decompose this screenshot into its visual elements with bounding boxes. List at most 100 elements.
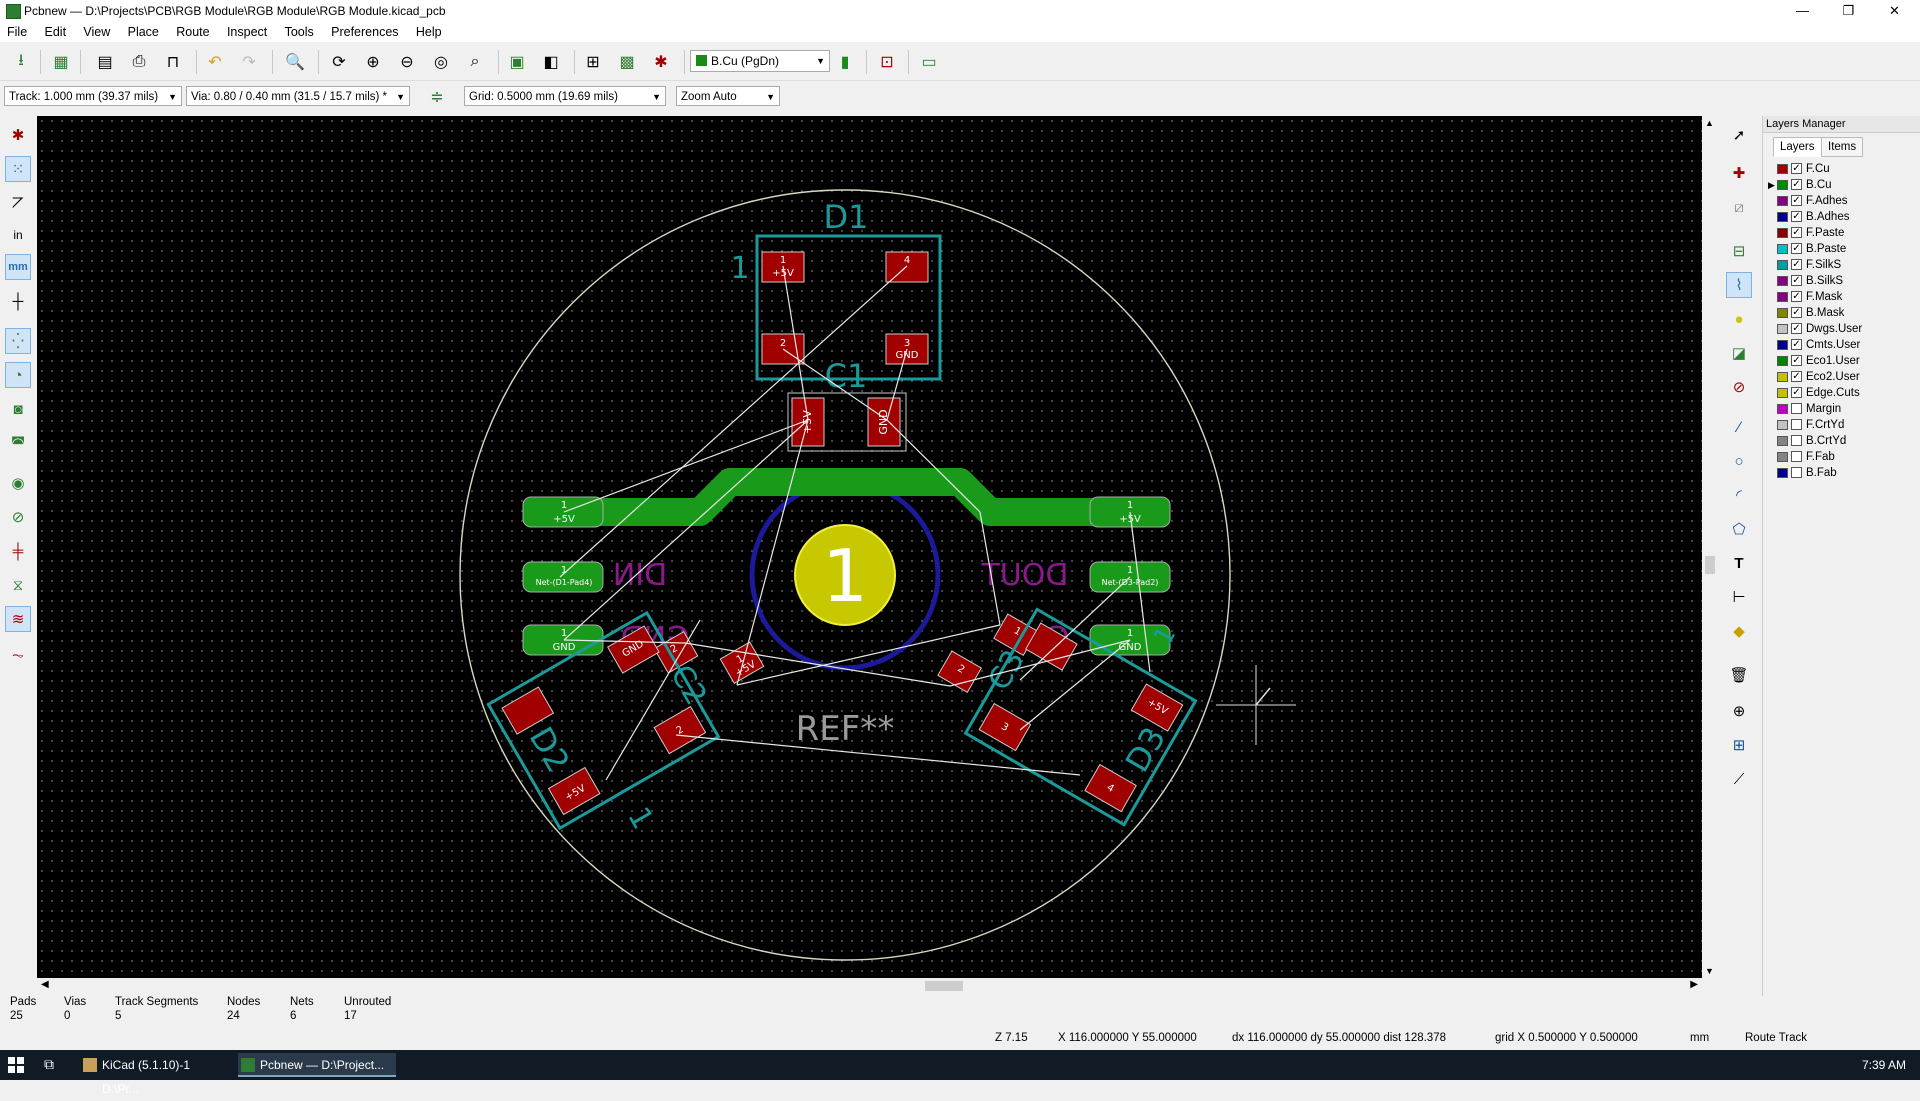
layer-row-b-crtyd[interactable]: B.CrtYd xyxy=(1763,433,1920,449)
layer-visibility-checkbox[interactable] xyxy=(1791,467,1802,478)
grid-origin-icon[interactable]: ⊞ xyxy=(1732,737,1746,754)
layer-visibility-checkbox[interactable] xyxy=(1791,419,1802,430)
pcb-canvas[interactable]: 1 1 +5V 1 +5V 1 Net-(D1-Pad4) 1 Net-(D3-… xyxy=(37,116,1702,978)
layer-row-eco2-user[interactable]: ✓Eco2.User xyxy=(1763,369,1920,385)
layer-row-margin[interactable]: Margin xyxy=(1763,401,1920,417)
horizontal-scrollbar[interactable]: ◀ ▶ xyxy=(37,978,1702,994)
layer-color-swatch[interactable] xyxy=(1777,244,1788,254)
redraw-icon[interactable]: ⟳ xyxy=(332,54,346,71)
layer-color-swatch[interactable] xyxy=(1777,468,1788,478)
menu-edit[interactable]: Edit xyxy=(44,25,67,39)
layer-visibility-checkbox[interactable] xyxy=(1791,435,1802,446)
start-icon[interactable] xyxy=(8,1057,24,1073)
taskbar-kicad[interactable]: KiCad (5.1.10)-1 D:\Pr... xyxy=(80,1053,230,1096)
tab-layers[interactable]: Layers xyxy=(1773,137,1822,157)
layer-row-b-mask[interactable]: ✓B.Mask xyxy=(1763,305,1920,321)
scripting-console-icon[interactable]: ▭ xyxy=(921,54,937,71)
layer-row-cmts-user[interactable]: ✓Cmts.User xyxy=(1763,337,1920,353)
via-sketch-icon[interactable]: ⊘ xyxy=(11,509,25,526)
drill-origin-icon[interactable]: ⊕ xyxy=(1732,703,1746,720)
layer-color-swatch[interactable] xyxy=(1777,276,1788,286)
menu-inspect[interactable]: Inspect xyxy=(226,25,268,39)
zone-outline-icon[interactable]: ◙ xyxy=(13,400,23,418)
layer-visibility-checkbox[interactable]: ✓ xyxy=(1791,355,1802,366)
netlist-icon[interactable]: ⊞ xyxy=(586,54,600,71)
layer-color-swatch[interactable] xyxy=(1777,356,1788,366)
layer-row-f-cu[interactable]: ✓F.Cu xyxy=(1763,161,1920,177)
layer-row-f-adhes[interactable]: ✓F.Adhes xyxy=(1763,193,1920,209)
layer-color-swatch[interactable] xyxy=(1777,372,1788,382)
keepout-zone-icon[interactable]: ⊘ xyxy=(1732,379,1746,396)
layer-color-swatch[interactable] xyxy=(1777,212,1788,222)
local-ratsnest-icon[interactable]: ⧄ xyxy=(1734,198,1744,216)
layer-color-swatch[interactable] xyxy=(1777,420,1788,430)
layer-color-swatch[interactable] xyxy=(1777,388,1788,398)
microwave-toolbar-icon[interactable]: ⏦ xyxy=(11,646,25,664)
layer-visibility-checkbox[interactable]: ✓ xyxy=(1791,163,1802,174)
minimize-button[interactable]: — xyxy=(1796,3,1809,18)
menu-tools[interactable]: Tools xyxy=(284,25,314,39)
layer-visibility-checkbox[interactable]: ✓ xyxy=(1791,179,1802,190)
maximize-button[interactable]: ❐ xyxy=(1842,3,1855,18)
page-settings-icon[interactable]: ▤ xyxy=(97,54,113,71)
undo-icon[interactable]: ↶ xyxy=(208,54,222,71)
grid-select[interactable]: Grid: 0.5000 mm (19.69 mils)▼ xyxy=(464,86,666,106)
layer-visibility-checkbox[interactable] xyxy=(1791,451,1802,462)
add-circle-icon[interactable]: ○ xyxy=(1734,452,1744,470)
layer-color-swatch[interactable] xyxy=(1777,452,1788,462)
layer-color-swatch[interactable] xyxy=(1777,292,1788,302)
layer-color-swatch[interactable] xyxy=(1777,164,1788,174)
layer-row-f-fab[interactable]: F.Fab xyxy=(1763,449,1920,465)
layer-color-swatch[interactable] xyxy=(1777,324,1788,334)
measure-tool-icon[interactable]: ⟋ xyxy=(1733,770,1745,788)
track-sketch-icon[interactable]: ╪ xyxy=(12,542,24,560)
layer-visibility-checkbox[interactable]: ✓ xyxy=(1791,323,1802,334)
menu-route[interactable]: Route xyxy=(176,25,210,39)
route-track-icon[interactable]: ⌇ xyxy=(1726,272,1752,298)
menu-help[interactable]: Help xyxy=(415,25,442,39)
polar-coords-icon[interactable]: ⦢ xyxy=(12,194,24,212)
menu-place[interactable]: Place xyxy=(127,25,159,39)
layer-color-swatch[interactable] xyxy=(1777,180,1788,190)
grid-toggle-icon[interactable]: ⁙ xyxy=(5,156,31,182)
layer-visibility-checkbox[interactable]: ✓ xyxy=(1791,371,1802,382)
close-button[interactable]: ✕ xyxy=(1889,3,1900,18)
add-zone-icon[interactable]: ◪ xyxy=(1731,345,1747,362)
select-arrow-icon[interactable]: ➚ xyxy=(1732,127,1746,144)
add-line-icon[interactable]: ∕ xyxy=(1737,418,1741,436)
layer-visibility-checkbox[interactable]: ✓ xyxy=(1791,339,1802,350)
delete-icon[interactable]: 🗑 xyxy=(1729,667,1749,684)
ratsnest-icon[interactable]: ⁛ xyxy=(5,328,31,354)
layer-visibility-checkbox[interactable]: ✓ xyxy=(1791,195,1802,206)
layer-row-dwgs-user[interactable]: ✓Dwgs.User xyxy=(1763,321,1920,337)
microwave-icon[interactable]: ⊡ xyxy=(880,54,894,71)
layer-pair-icon[interactable]: ▮ xyxy=(840,54,850,71)
layer-row-b-silks[interactable]: ✓B.SilkS xyxy=(1763,273,1920,289)
vertical-scrollbar[interactable]: ▲ ▼ xyxy=(1702,116,1718,978)
cursor-shape-icon[interactable]: ┼ xyxy=(12,292,24,310)
layer-visibility-checkbox[interactable]: ✓ xyxy=(1791,387,1802,398)
vertical-scroll-thumb[interactable] xyxy=(1705,556,1715,574)
layer-color-swatch[interactable] xyxy=(1777,340,1788,350)
layer-color-swatch[interactable] xyxy=(1777,228,1788,238)
menu-file[interactable]: File xyxy=(7,25,28,39)
curved-ratsnest-icon[interactable]: ◔ xyxy=(5,362,31,388)
layer-color-swatch[interactable] xyxy=(1777,260,1788,270)
zoom-out-icon[interactable]: ⊖ xyxy=(400,54,414,71)
zoom-fit-icon[interactable]: ◎ xyxy=(434,54,448,71)
redo-icon[interactable]: ↷ xyxy=(242,54,256,71)
auto-track-width-icon[interactable]: ≑ xyxy=(430,89,444,106)
layer-visibility-checkbox[interactable]: ✓ xyxy=(1791,307,1802,318)
layer-color-swatch[interactable] xyxy=(1777,404,1788,414)
zone-fill-icon[interactable]: ◚ xyxy=(10,435,26,452)
update-pcb-icon[interactable]: ▩ xyxy=(619,54,635,71)
task-view-icon[interactable]: ⧉ xyxy=(44,1056,54,1072)
add-target-icon[interactable]: ◆ xyxy=(1733,623,1745,640)
add-polygon-icon[interactable]: ⬠ xyxy=(1732,521,1746,538)
layer-color-swatch[interactable] xyxy=(1777,196,1788,206)
plot-icon[interactable]: ⊓ xyxy=(166,54,180,71)
pad-sketch-icon[interactable]: ◉ xyxy=(11,475,25,492)
via-size-select[interactable]: Via: 0.80 / 0.40 mm (31.5 / 15.7 mils) *… xyxy=(186,86,410,106)
layer-row-f-crtyd[interactable]: F.CrtYd xyxy=(1763,417,1920,433)
menu-preferences[interactable]: Preferences xyxy=(331,25,399,39)
